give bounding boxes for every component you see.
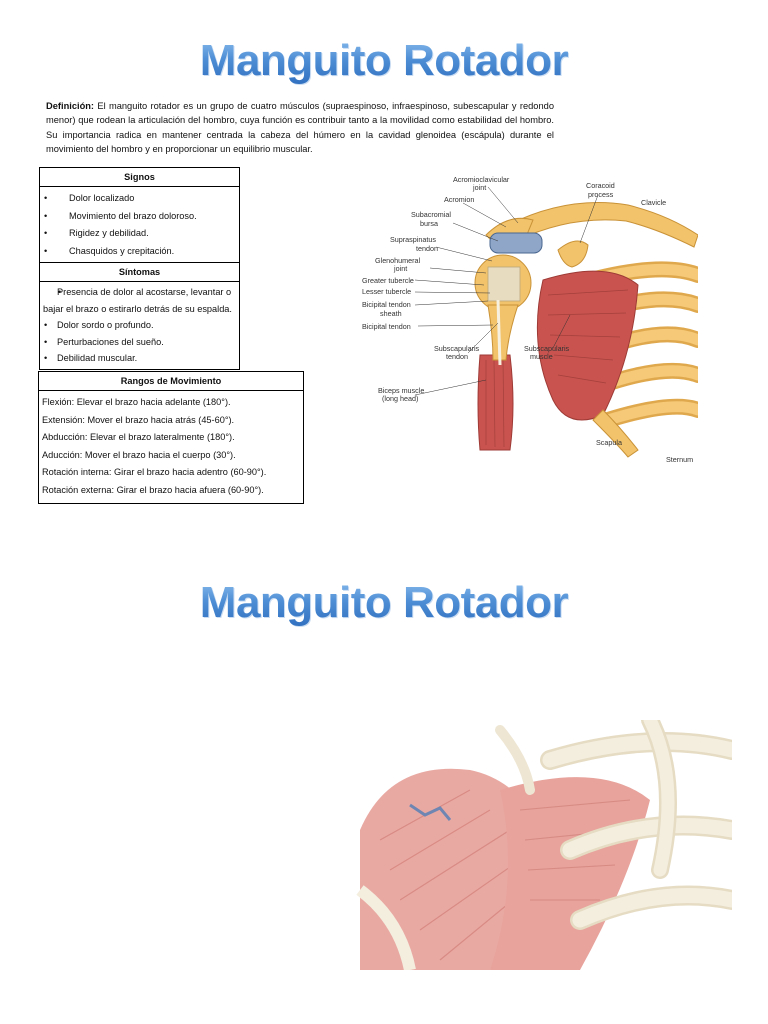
label-process: process (588, 190, 614, 199)
label-subscapularis-tendon: Subscapularis (434, 344, 480, 353)
label-joint-2: joint (393, 264, 407, 273)
page-title: Manguito Rotador (0, 36, 768, 86)
list-item: Aducción: Mover el brazo hacia el cuerpo… (42, 449, 236, 460)
list-item: Debilidad muscular. (40, 350, 239, 367)
list-item: Movimiento del brazo doloroso. (40, 208, 239, 226)
rib-bones (495, 720, 732, 930)
symptoms-list: Presencia de dolor al acostarse, levanta… (40, 282, 239, 369)
symptoms-header: Síntomas (39, 262, 240, 282)
label-subacromial: Subacromial (411, 210, 451, 219)
label-subscapularis-muscle-b: muscle (530, 352, 553, 361)
label-sternum: Sternum (666, 455, 693, 464)
list-item: Rigidez y debilidad. (40, 225, 239, 243)
definition-text: El manguito rotador es un grupo de cuatr… (46, 101, 554, 154)
label-subscapularis-muscle: Subscapularis (524, 344, 570, 353)
label-acromioclavicular: Acromioclavicular (453, 175, 510, 184)
list-item: Rotación externa: Girar el brazo hacia a… (42, 484, 264, 495)
torn-tendon-icon (409, 803, 452, 821)
ranges-table: Rangos de Movimiento Flexión: Elevar el … (38, 371, 304, 504)
label-long-head: (long head) (382, 394, 418, 403)
subacromial-bursa (489, 232, 543, 254)
biceps-muscle (477, 354, 514, 451)
list-item: Presencia de dolor al acostarse, levanta… (40, 284, 239, 317)
label-glenohumeral: Glenohumeral (375, 256, 421, 265)
list-item: Perturbaciones del sueño. (40, 334, 239, 351)
label-lesser-tubercle: Lesser tubercle (362, 287, 411, 296)
list-item: Rotación interna: Girar el brazo hacia a… (42, 467, 267, 478)
label-greater-tubercle: Greater tubercle (362, 276, 414, 285)
label-scapula: Scapula (596, 438, 622, 447)
label-supraspinatus: Supraspinatus (390, 235, 436, 244)
label-clavicle: Clavicle (641, 198, 666, 207)
page-title-repeat: Manguito Rotador (0, 578, 768, 628)
label-subscapularis-tendon-b: tendon (446, 352, 468, 361)
signs-header: Signos (39, 167, 240, 187)
label-biceps: Biceps muscle (378, 386, 424, 395)
ranges-header: Rangos de Movimiento (38, 371, 304, 391)
label-joint: joint (472, 183, 486, 192)
list-item: Abducción: Elevar el brazo lateralmente … (42, 432, 235, 443)
coracoid-process (557, 240, 589, 268)
definition-label: Definición: (46, 101, 95, 111)
clavicle-bone (507, 202, 698, 248)
label-tendon: tendon (416, 244, 438, 253)
list-item: Flexión: Elevar el brazo hacia adelante … (42, 397, 231, 407)
list-item: Extensión: Mover el brazo hacia atrás (4… (42, 414, 235, 425)
list-item: Dolor sordo o profundo. (40, 317, 239, 334)
deltoid-muscle (360, 768, 550, 970)
signs-list: Dolor localizado Movimiento del brazo do… (40, 187, 239, 262)
label-acromion: Acromion (444, 195, 474, 204)
definition-paragraph: Definición: El manguito rotador es un gr… (46, 99, 554, 156)
list-item: Chasquidos y crepitación. (40, 243, 239, 261)
pectoral-muscle (490, 777, 650, 970)
signs-symptoms-table: Signos Dolor localizado Movimiento del b… (39, 167, 240, 370)
label-coracoid: Coracoid (586, 181, 615, 190)
ranges-list: Flexión: Elevar el brazo hacia adelante … (39, 391, 303, 503)
label-bicipital-tendon-2: Bicipital tendon (362, 322, 411, 331)
label-sheath: sheath (380, 309, 402, 318)
label-bursa: bursa (420, 219, 438, 228)
shoulder-muscle-illustration (356, 720, 732, 970)
label-bicipital-tendon: Bicipital tendon (362, 300, 411, 309)
scapula-bone (592, 409, 639, 458)
shoulder-anatomy-illustration: Acromioclavicular joint Acromion Coracoi… (362, 175, 698, 464)
list-item: Dolor localizado (40, 190, 239, 208)
